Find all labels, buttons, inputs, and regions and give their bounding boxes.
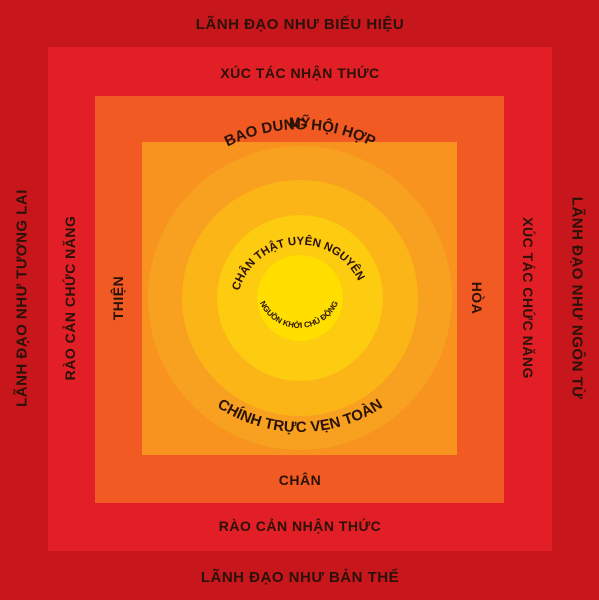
circle-core [257, 255, 343, 341]
outer-bottom-label: LÃNH ĐẠO NHƯ BẢN THỂ [200, 569, 400, 586]
outer-left-label: LÃNH ĐẠO NHƯ TƯƠNG LAI [13, 189, 31, 407]
third-right-label: HÒA [469, 281, 485, 315]
second-right-label: XÚC TÁC CHỨC NĂNG [520, 217, 536, 379]
outer-right-label: LÃNH ĐẠO NHƯ NGÔN TỪ [568, 196, 586, 400]
second-bottom-label: RÀO CẢN NHẬN THỨC [218, 518, 382, 534]
third-top-label: MỸ [289, 114, 311, 130]
third-left-label: THIỆN [110, 275, 126, 321]
outer-top-label: LÃNH ĐẠO NHƯ BIỂU HIỆU [195, 16, 405, 33]
second-left-label: RÀO CẢN CHỨC NĂNG [62, 215, 78, 381]
third-bottom-label: CHÂN [278, 472, 322, 488]
second-top-label: XÚC TÁC NHẬN THỨC [220, 65, 380, 81]
